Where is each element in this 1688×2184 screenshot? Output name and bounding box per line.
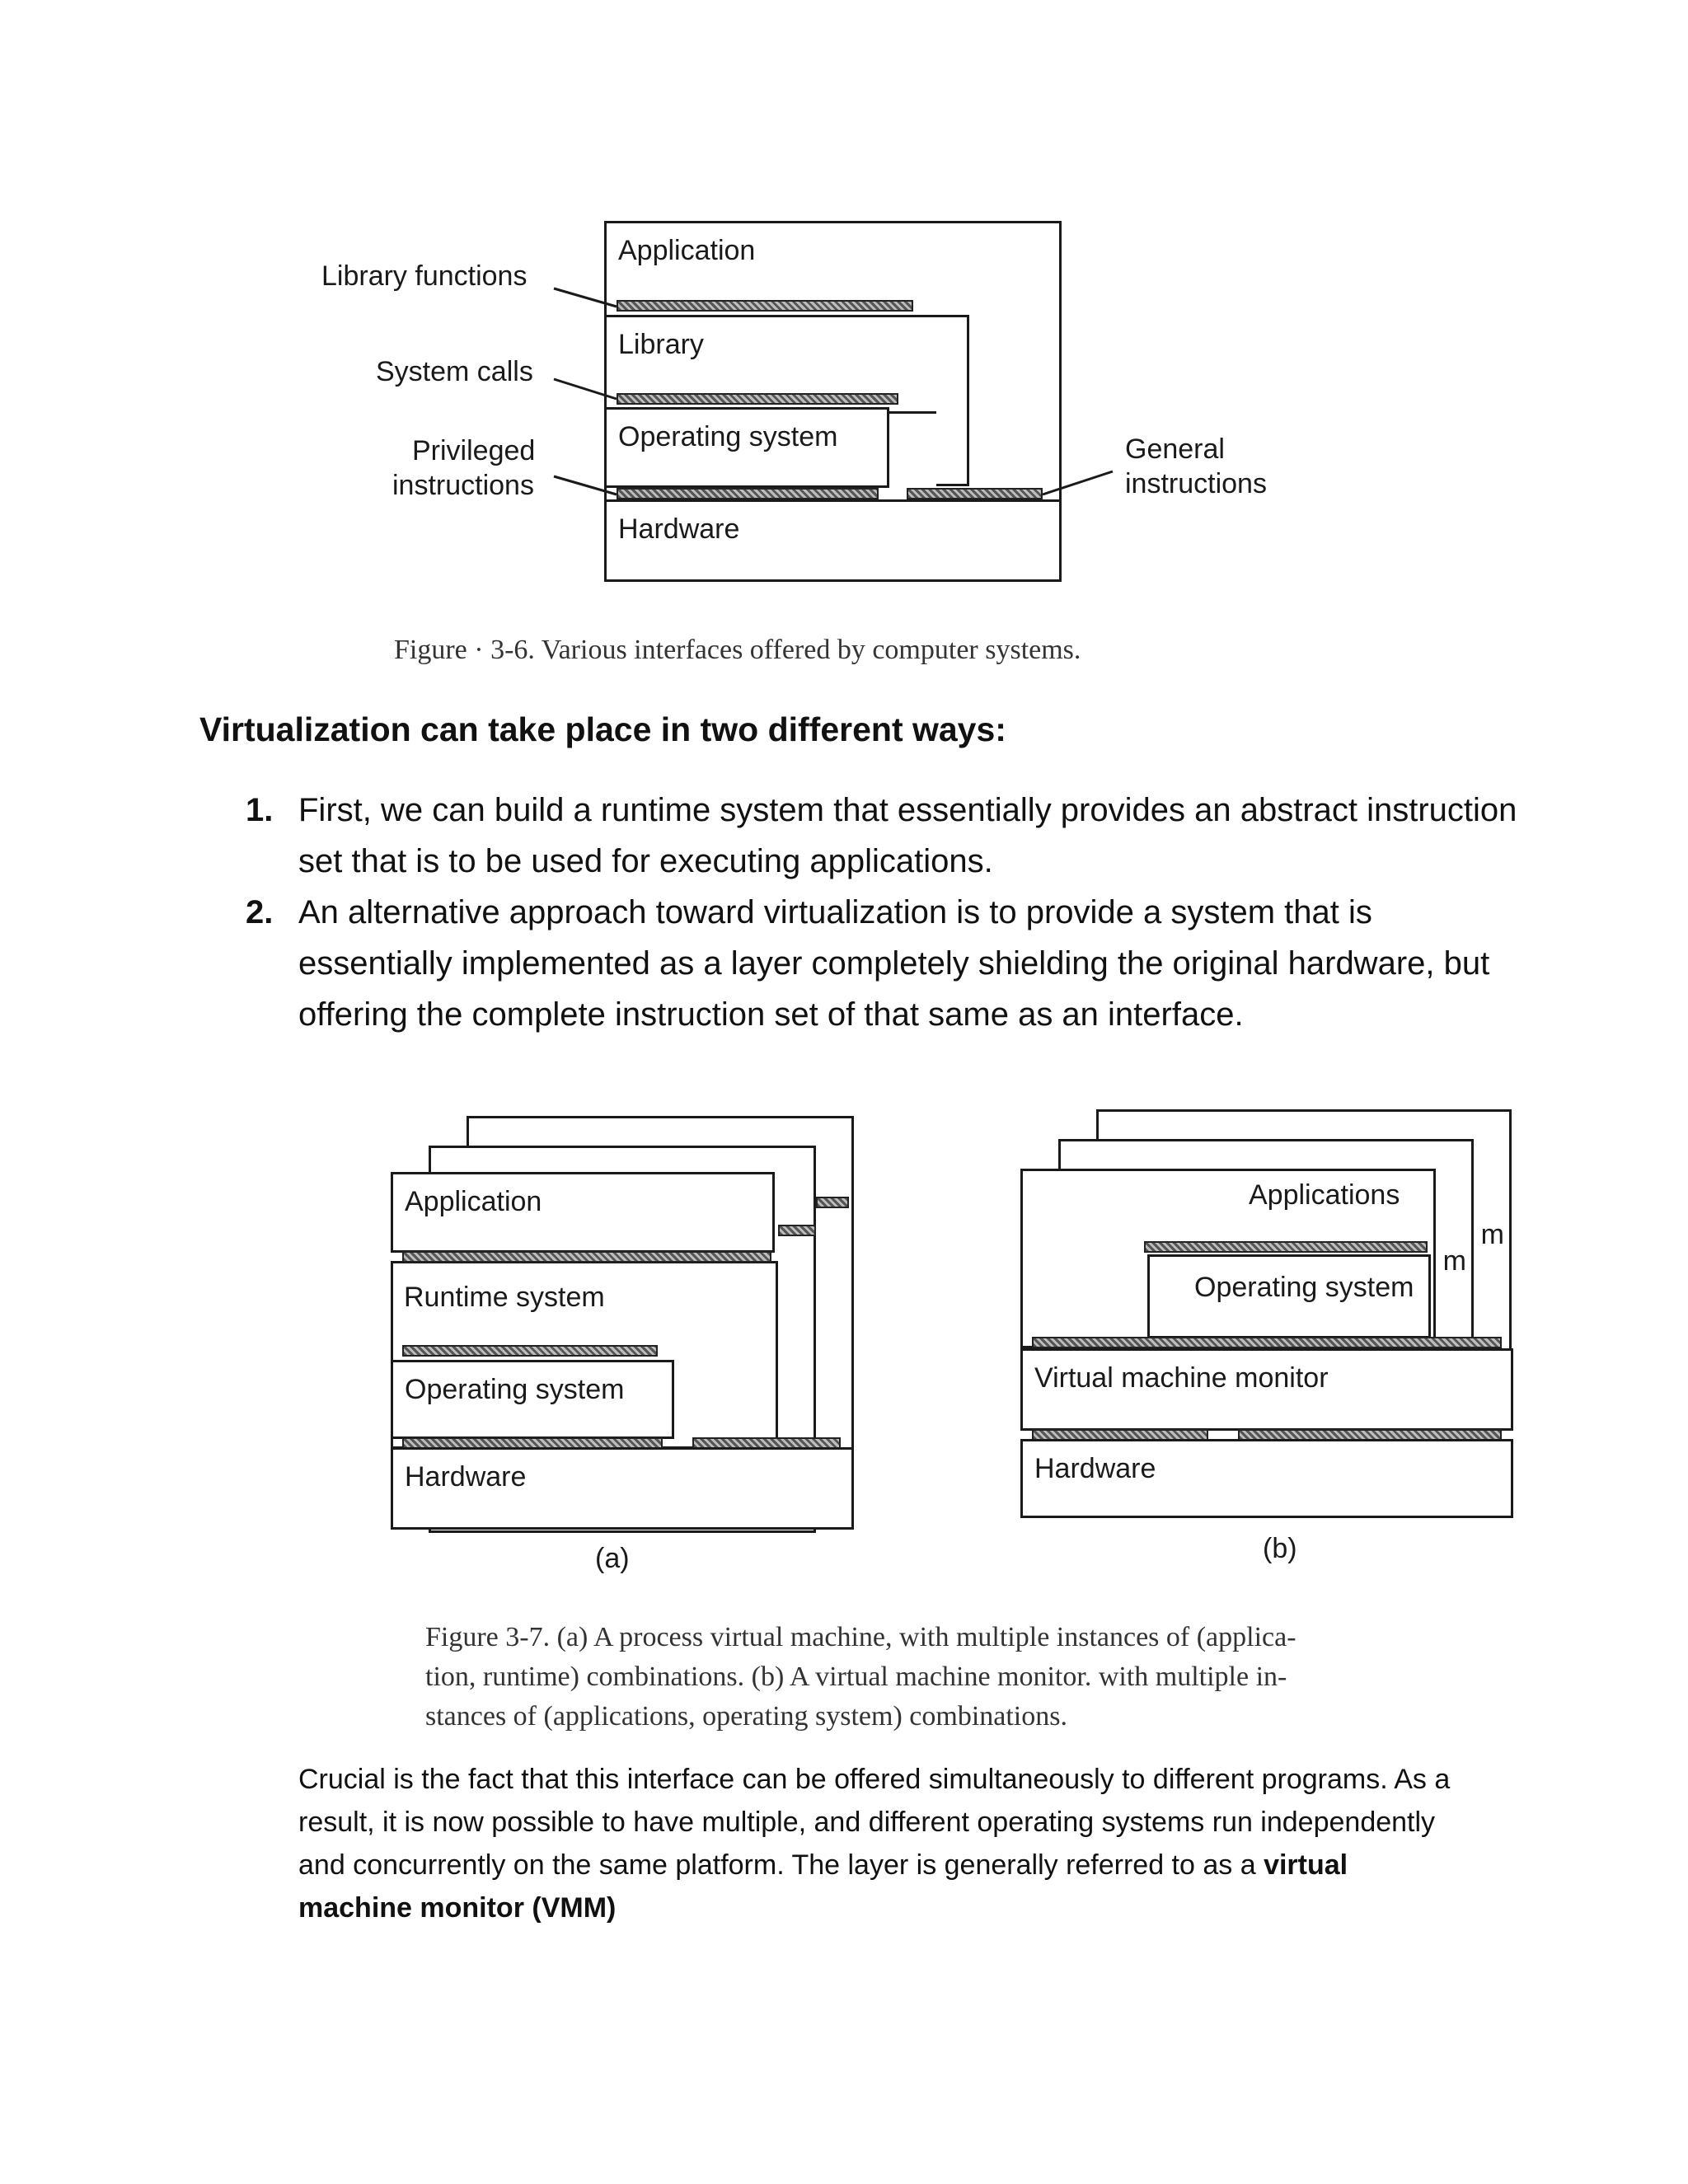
list-item: 2. An alternative approach toward virtua… <box>239 887 1525 1040</box>
os-layer-label: Operating system <box>618 421 838 452</box>
peek-text: m <box>1480 1219 1504 1250</box>
system-calls-interface <box>617 393 898 405</box>
runtime-interface <box>402 1345 658 1357</box>
hardware-box: Hardware <box>1020 1439 1513 1518</box>
paragraph-bold-term: virtual machine monitor (VMM) <box>298 1849 1348 1924</box>
library-functions-interface <box>617 300 913 312</box>
figure-3-7-caption-line: Figure 3-7. (a) A process virtual machin… <box>425 1622 1296 1652</box>
hardware-label: Hardware <box>405 1461 527 1493</box>
hardware-layer-label: Hardware <box>618 513 740 545</box>
list-item: 1. First, we can build a runtime system … <box>239 785 1525 887</box>
figure-b-label: (b) <box>1263 1533 1297 1564</box>
library-layer-label: Library <box>618 329 704 360</box>
library-functions-label: Library functions <box>321 260 528 292</box>
list-item-number: 1. <box>246 792 274 828</box>
operating-system-box: Operating system <box>1147 1254 1431 1338</box>
privileged-instructions-interface <box>617 488 879 499</box>
paragraph-text: Crucial is the fact that this interface … <box>298 1764 1451 1881</box>
application-layer-label: Application <box>618 235 756 266</box>
peek-text: m <box>1442 1245 1466 1277</box>
list-item-text: First, we can build a runtime system tha… <box>298 792 1517 879</box>
instance-back-interface <box>816 1197 849 1208</box>
vmm-label: Virtual machine monitor <box>1034 1362 1329 1394</box>
application-interface <box>402 1251 771 1263</box>
applications-interface <box>1144 1241 1428 1253</box>
section-heading: Virtualization can take place in two dif… <box>199 710 1006 748</box>
application-label: Application <box>405 1186 542 1217</box>
application-box: Application <box>391 1172 775 1253</box>
figure-3-7-caption-line: tion, runtime) combinations. (b) A virtu… <box>425 1661 1287 1692</box>
general-label-line1: General <box>1125 434 1225 465</box>
privileged-label-line2: instructions <box>392 470 534 501</box>
figure-a-label: (a) <box>595 1543 630 1574</box>
privileged-label-line1: Privileged <box>412 435 536 466</box>
figure-3-7-caption-line: stances of (applications, operating syst… <box>425 1701 1067 1732</box>
applications-label: Applications <box>1249 1179 1400 1211</box>
operating-system-label: Operating system <box>1194 1272 1414 1303</box>
hardware-layer-box: Hardware <box>604 499 1062 582</box>
library-wall <box>936 315 969 486</box>
system-calls-label: System calls <box>376 356 533 387</box>
operating-system-box: Operating system <box>391 1360 674 1439</box>
vmm-box: Virtual machine monitor <box>1020 1348 1513 1431</box>
body-paragraph: Crucial is the fact that this interface … <box>298 1758 1469 1929</box>
os-layer-box: Operating system <box>604 407 889 488</box>
list-item-number: 2. <box>246 894 274 930</box>
virtualization-list: 1. First, we can build a runtime system … <box>239 785 1525 1040</box>
operating-system-label: Operating system <box>405 1374 625 1405</box>
hardware-box: Hardware <box>391 1447 854 1530</box>
figure-3-6-caption: Figure · 3-6. Various interfaces offered… <box>394 635 1081 665</box>
instance-back-interface <box>778 1225 816 1236</box>
list-item-text: An alternative approach toward virtualiz… <box>298 894 1490 1033</box>
hardware-label: Hardware <box>1034 1453 1156 1484</box>
runtime-label: Runtime system <box>404 1282 605 1313</box>
os-interface <box>1032 1337 1502 1348</box>
general-label-line2: instructions <box>1125 468 1267 499</box>
general-instructions-interface <box>907 488 1043 499</box>
